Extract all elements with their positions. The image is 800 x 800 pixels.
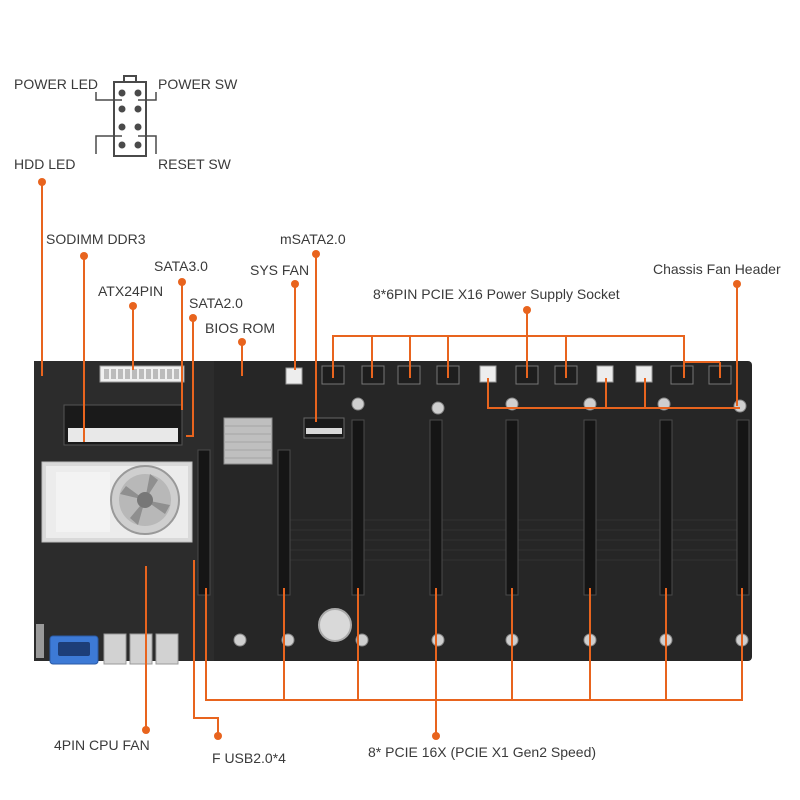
usb-label: F USB2.0*4	[212, 750, 286, 766]
bios-rom-label: BIOS ROM	[205, 320, 276, 336]
atx24-label: ATX24PIN	[98, 283, 164, 299]
msata-slot	[303, 417, 345, 439]
pcie-slot	[277, 449, 291, 596]
chassis-fan-label: Chassis Fan Header	[653, 261, 781, 277]
pcie-slot	[583, 419, 597, 596]
pcie-slot	[659, 419, 673, 596]
front-panel-pin-diagram	[95, 75, 157, 157]
cpu-fan-label: 4PIN CPU FAN	[54, 737, 150, 753]
pcie-power-label: 8*6PIN PCIE X16 Power Supply Socket	[373, 286, 620, 302]
pcie-slot	[197, 449, 211, 596]
pcie-slot	[351, 419, 365, 596]
pcie-slot	[505, 419, 519, 596]
sys-fan-header	[285, 367, 303, 385]
power-led-label: POWER LED	[14, 76, 99, 92]
power-sw-label: POWER SW	[158, 76, 238, 92]
sodimm-slot	[63, 404, 183, 446]
atx24-connector	[99, 365, 185, 383]
sys-fan-label: SYS FAN	[250, 262, 310, 278]
msata-label: mSATA2.0	[280, 231, 346, 247]
mounting-holes	[233, 397, 749, 647]
rear-io	[36, 624, 179, 665]
sodimm-label: SODIMM DDR3	[46, 231, 146, 247]
cpu-heatsink	[41, 461, 193, 543]
sata3-label: SATA3.0	[154, 258, 208, 274]
reset-sw-label: RESET SW	[158, 156, 231, 172]
pcie-slot	[429, 419, 443, 596]
leader-lines	[41, 182, 743, 736]
sata2-label: SATA2.0	[189, 295, 243, 311]
pcie-slot	[736, 419, 750, 596]
chipset-heatsink	[223, 417, 273, 465]
leader-dots	[38, 178, 741, 740]
cmos-battery	[318, 608, 352, 642]
pcie-slots-label: 8* PCIE 16X (PCIE X1 Gen2 Speed)	[368, 744, 597, 760]
hdd-led-label: HDD LED	[14, 156, 76, 172]
pcie-slots	[197, 419, 750, 596]
